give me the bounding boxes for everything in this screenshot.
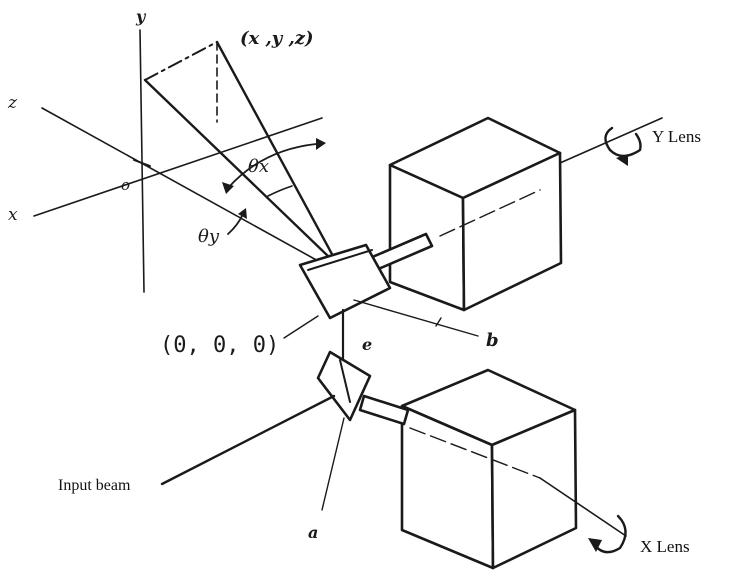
theta-x-arrow-left	[222, 182, 234, 194]
label-y-lens: Y Lens	[652, 127, 701, 146]
b-leader	[353, 299, 479, 337]
mirror-a	[316, 350, 372, 422]
x-rotation-axis	[539, 477, 627, 537]
label-zero-point: (0, 0, 0)	[160, 333, 279, 358]
y-axis-line	[139, 29, 145, 293]
label-origin: o	[121, 176, 130, 194]
label-x-axis: x	[8, 205, 18, 225]
origin-marker	[133, 159, 151, 167]
beam-ray-left	[143, 78, 332, 260]
theta-x-arc	[227, 143, 317, 189]
a-leader	[321, 417, 345, 511]
x-galvo-housing	[400, 368, 578, 570]
theta-x-arrow-right	[316, 138, 326, 150]
x-rotation	[539, 477, 627, 554]
x-axis-line	[33, 117, 323, 217]
input-beam-line	[160, 394, 336, 486]
y-box-axis-dashed	[439, 189, 541, 237]
theta-x-inner-arc	[267, 185, 293, 197]
angle-arcs	[222, 138, 326, 235]
label-a: a	[308, 523, 318, 542]
label-b: b	[486, 330, 499, 351]
x-shaft-body	[358, 394, 410, 426]
x-rotation-arrow	[592, 514, 627, 554]
label-y-axis: y	[135, 7, 147, 26]
zero-point-leader	[283, 315, 319, 339]
x-box-side	[490, 408, 578, 570]
label-theta-x: θx	[248, 156, 269, 177]
y-galvo-housing	[388, 116, 563, 312]
coordinate-axes	[33, 29, 323, 293]
x-shaft	[358, 394, 410, 426]
b-tick	[435, 317, 442, 327]
label-point-xyz: (x ,y ,z)	[240, 28, 314, 49]
beam-paths	[160, 299, 479, 511]
point-projection-top	[144, 41, 218, 81]
mirror-a-edge	[339, 359, 351, 403]
y-rotation-axis	[559, 117, 663, 164]
mirror-b-edge	[307, 249, 373, 271]
theta-y-arc	[227, 213, 244, 235]
label-e: e	[362, 335, 372, 354]
mirror-a-plate	[316, 350, 372, 422]
theta-y-arrow	[238, 208, 247, 219]
z-axis-line	[41, 107, 321, 263]
y-rotation-arrowhead	[616, 154, 628, 166]
label-input-beam: Input beam	[58, 477, 131, 494]
beam-cone	[143, 40, 335, 260]
label-z-axis: z	[7, 93, 18, 113]
x-rotation-arrowhead	[588, 538, 602, 552]
label-theta-y: θy	[198, 226, 220, 247]
labels: y z x o (x ,y ,z) θx θy (0, 0, 0) e b a …	[7, 7, 701, 556]
beam-ray-right	[215, 40, 335, 258]
y-rotation-arrow	[604, 126, 642, 158]
mirror-b-plate	[298, 243, 392, 320]
y-rotation	[559, 117, 663, 166]
label-x-lens: X Lens	[640, 537, 690, 556]
mirror-b	[298, 243, 392, 320]
y-box-side	[461, 151, 563, 312]
x-box-axis-dashed	[409, 427, 541, 479]
